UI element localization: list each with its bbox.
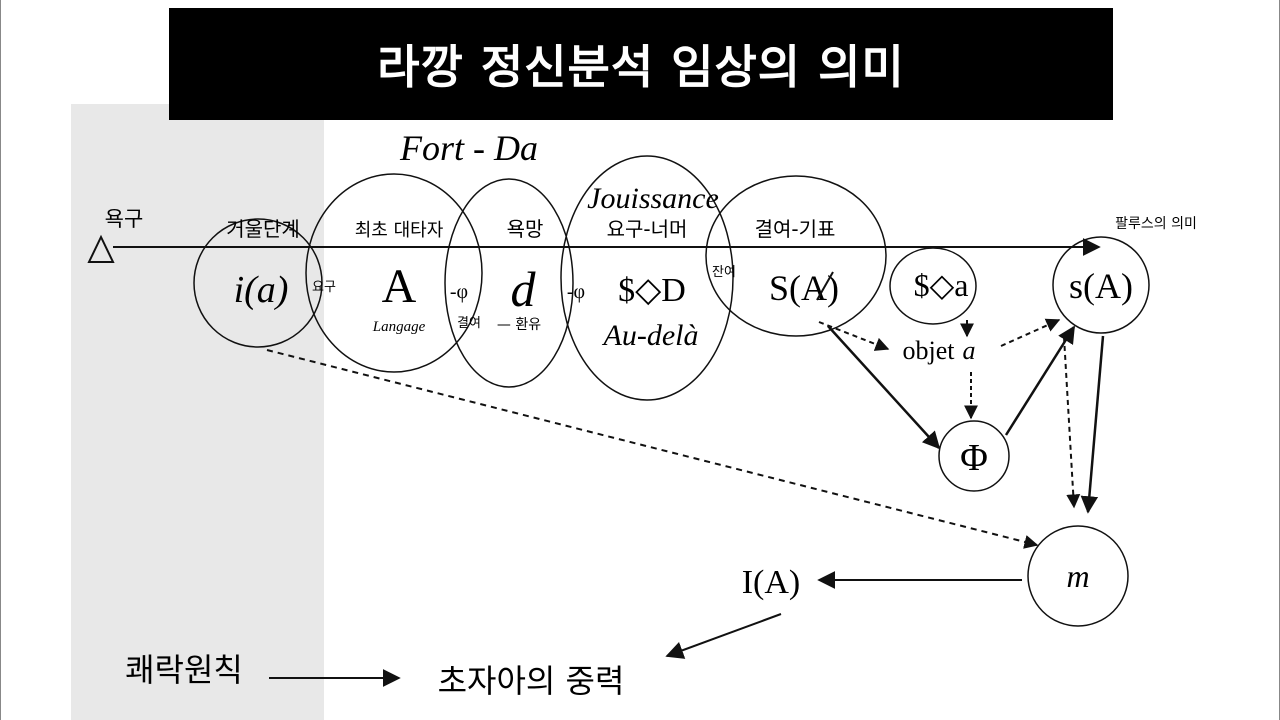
triangle-icon — [87, 234, 115, 263]
dashed-arrow-signified-to-m — [1063, 336, 1081, 509]
title-bar: 라깡 정신분석 임상의 의미 — [169, 8, 1113, 120]
fort-da-label: Fort - Da — [399, 128, 538, 168]
need-label: 욕구 — [105, 207, 144, 231]
arrow-s-to-phi — [827, 325, 941, 450]
lack-signifier-header: 결여-기표 — [755, 217, 836, 241]
page-title: 라깡 정신분석 임상의 의미 — [377, 40, 905, 94]
phi-circle — [938, 420, 1010, 492]
lack-overlap-label: 결여 — [457, 316, 481, 331]
ideal-label: I(A) — [742, 564, 801, 601]
phi-symbol: Φ — [960, 437, 988, 479]
arrow-ideal-to-superego — [665, 613, 782, 659]
other-header: 최초 대타자 — [355, 220, 444, 241]
desire-header: 욕망 — [507, 217, 544, 241]
lack-signifier-circle — [705, 175, 887, 337]
pleasure-principle-label: 쾌락원칙 — [125, 651, 243, 689]
signified-symbol: s(A) — [1069, 266, 1133, 306]
minus-phi-2: -φ — [567, 281, 585, 303]
desire-sub: — 환유 — [497, 317, 541, 333]
big-other-circle — [305, 173, 483, 373]
other-sub: Langage — [372, 319, 426, 335]
signified-circle — [1052, 236, 1150, 334]
demand-overlap-label: 요구 — [312, 280, 336, 295]
lack-signifier-symbol: S(A) — [769, 268, 839, 308]
barred-a-stroke — [816, 271, 834, 301]
remainder-overlap-label: 잔여 — [712, 265, 736, 280]
dashed-arrow-objet-to-signified — [1000, 318, 1061, 347]
jouissance-sub: Au-delà — [602, 319, 699, 352]
arrow-signified-to-m — [1080, 335, 1105, 514]
jouissance-circle — [560, 155, 734, 401]
mirror-stage-circle — [193, 218, 323, 348]
superego-gravity-label: 초자아의 중력 — [438, 662, 625, 700]
other-symbol: A — [382, 260, 417, 313]
mirror-header: 거울단계 — [226, 217, 300, 241]
dashed-arrow-s-to-objet — [818, 321, 890, 351]
fantasy-symbol: $◇a — [914, 267, 969, 303]
arrow-phi-to-signified — [1004, 325, 1076, 436]
desire-symbol: d — [511, 261, 537, 317]
dashed-arrow-mirror-to-m — [266, 349, 1039, 549]
jouissance-title: Jouissance — [587, 182, 719, 215]
m-circle — [1027, 525, 1129, 627]
m-symbol: m — [1066, 558, 1089, 594]
fantasy-circle — [889, 247, 977, 325]
desire-circle — [444, 178, 574, 388]
jouissance-symbol: $◇D — [618, 272, 686, 309]
minus-phi-1: -φ — [450, 281, 468, 303]
shaded-region — [71, 104, 324, 720]
jouissance-header: 요구-너머 — [607, 217, 688, 241]
mirror-symbol: i(a) — [234, 269, 289, 311]
phallus-label: 팔루스의 의미 — [1115, 216, 1197, 232]
